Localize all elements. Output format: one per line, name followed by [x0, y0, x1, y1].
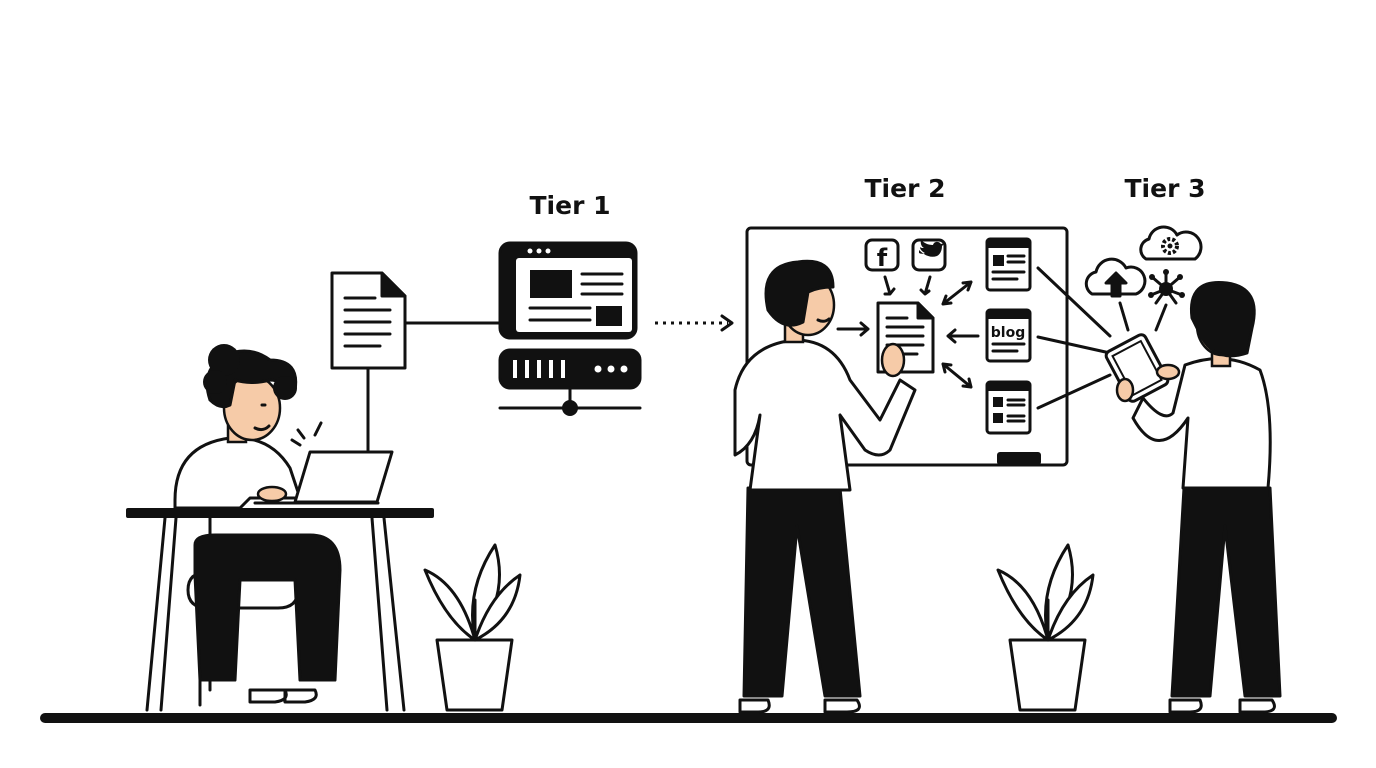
- arrow: [883, 275, 932, 296]
- person-sitting: [173, 344, 342, 707]
- twitter-icon: [911, 238, 947, 272]
- arrow: [836, 321, 870, 337]
- person-standing-presenter: [733, 259, 917, 714]
- tablet-icon: [1104, 333, 1181, 403]
- web-page-icon: [985, 237, 1032, 292]
- desk: [126, 508, 434, 712]
- plant-icon: [996, 543, 1095, 712]
- connector-line: [1036, 266, 1112, 410]
- network-icon: [1148, 269, 1185, 305]
- arrow: [946, 328, 980, 344]
- person-with-tablet: [1131, 280, 1282, 714]
- tier3-label: Tier 3: [1124, 174, 1205, 203]
- plant-icon: [423, 543, 522, 712]
- arrow: [941, 362, 973, 389]
- cloud-gear-icon: [1139, 225, 1203, 261]
- search-page-icon: [985, 380, 1032, 435]
- laptop-icon: [253, 450, 394, 505]
- svg-text:f: f: [877, 244, 888, 272]
- document-icon: [330, 271, 407, 370]
- dotted-arrow: [655, 314, 734, 332]
- connector-line: [1118, 301, 1168, 332]
- blog-label: blog: [991, 325, 1025, 341]
- server-icon: [498, 241, 642, 416]
- cloud-upload-icon: [1084, 257, 1147, 298]
- blog-page-icon: blog: [985, 308, 1032, 363]
- facebook-icon: f: [864, 238, 900, 272]
- arrow: [941, 280, 973, 306]
- tier1-label: Tier 1: [529, 191, 610, 220]
- tier2-label: Tier 2: [864, 174, 945, 203]
